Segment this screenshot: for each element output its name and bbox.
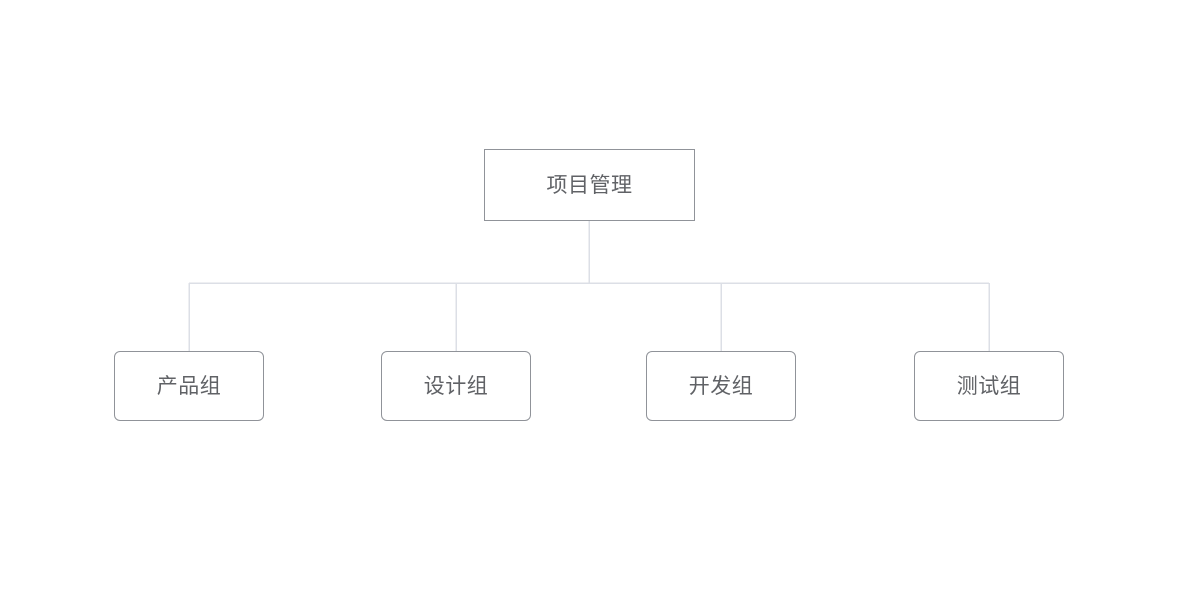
node-root-label: 项目管理: [546, 173, 633, 197]
node-root-project-management[interactable]: 项目管理: [484, 149, 695, 221]
node-child-label: 测试组: [956, 374, 1022, 398]
node-child-label: 设计组: [423, 374, 489, 398]
node-child-label: 开发组: [688, 374, 754, 398]
node-child-label: 产品组: [156, 374, 222, 398]
node-child-product-group[interactable]: 产品组: [114, 351, 264, 421]
node-child-development-group[interactable]: 开发组: [646, 351, 796, 421]
node-child-testing-group[interactable]: 测试组: [914, 351, 1064, 421]
node-child-design-group[interactable]: 设计组: [381, 351, 531, 421]
